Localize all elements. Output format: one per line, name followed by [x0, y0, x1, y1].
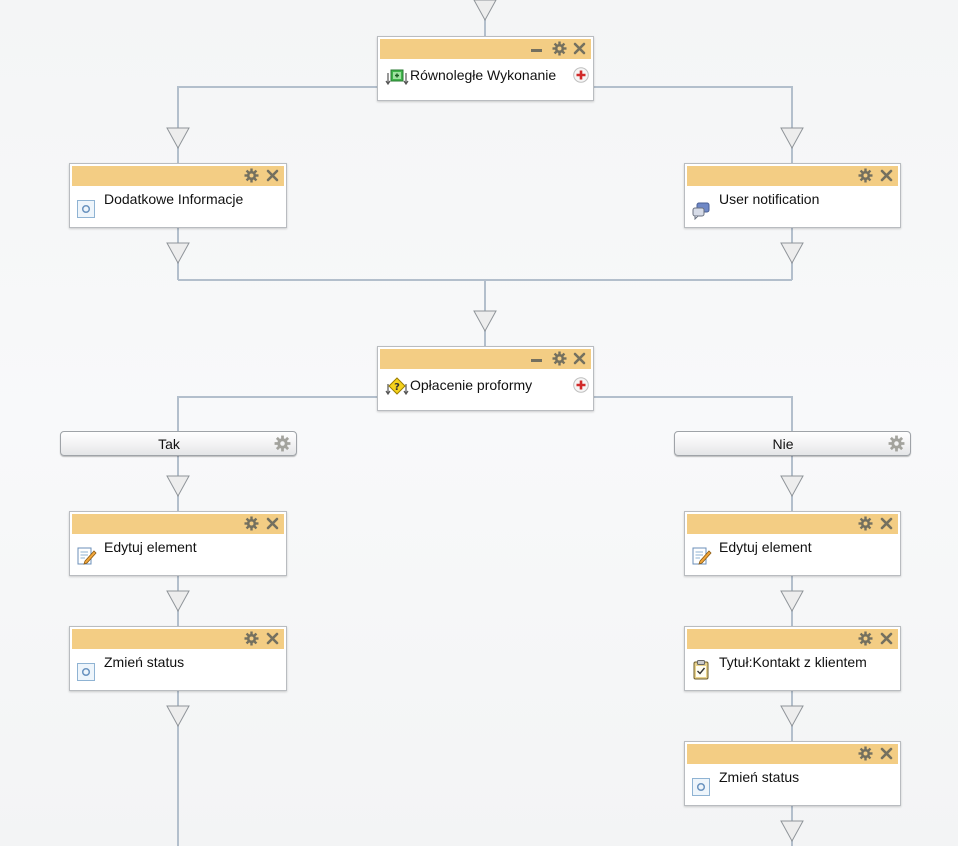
flow-arrow — [473, 310, 497, 333]
generic-action-icon — [77, 663, 95, 681]
flow-arrow — [780, 242, 804, 265]
close-icon[interactable] — [265, 631, 280, 646]
edit-document-icon — [77, 546, 97, 566]
generic-action-icon — [692, 778, 710, 796]
minimize-icon[interactable] — [529, 39, 544, 54]
additional-info-node[interactable]: Dodatkowe Informacje — [69, 163, 287, 228]
node-label: Opłacenie proformy — [410, 377, 533, 393]
gear-icon[interactable] — [552, 351, 567, 366]
parallel-execution-node[interactable]: Równoległe Wykonanie — [377, 36, 594, 101]
flow-arrow — [780, 475, 804, 498]
flow-arrow — [166, 242, 190, 265]
node-label: Zmień status — [719, 769, 800, 785]
node-label: Edytuj element — [104, 539, 197, 555]
node-header — [380, 39, 591, 59]
generic-action-icon — [77, 200, 95, 218]
close-icon[interactable] — [879, 746, 894, 761]
add-branch-icon[interactable] — [573, 377, 589, 393]
flow-arrow — [166, 475, 190, 498]
close-icon[interactable] — [572, 351, 587, 366]
gear-icon[interactable] — [858, 516, 873, 531]
gear-icon[interactable] — [858, 746, 873, 761]
gear-icon[interactable] — [858, 168, 873, 183]
gear-icon[interactable] — [244, 516, 259, 531]
flow-arrow — [166, 127, 190, 150]
node-label: User notification — [719, 191, 820, 207]
branch-label: Nie — [772, 436, 794, 452]
close-icon[interactable] — [879, 516, 894, 531]
node-label: Równoległe Wykonanie — [410, 67, 557, 83]
no-edit-element-node[interactable]: Edytuj element — [684, 511, 901, 576]
no-task-node[interactable]: Tytuł:Kontakt z klientem — [684, 626, 901, 691]
node-header — [687, 514, 898, 534]
parallel-execution-icon — [385, 67, 409, 86]
node-label: Edytuj element — [719, 539, 812, 555]
flow-arrow — [473, 0, 497, 22]
no-change-status-node[interactable]: Zmień status — [684, 741, 901, 806]
branch-label: Tak — [158, 436, 180, 452]
flow-arrow — [780, 127, 804, 150]
close-icon[interactable] — [265, 168, 280, 183]
minimize-icon[interactable] — [529, 349, 544, 364]
node-header — [687, 744, 898, 764]
gear-icon[interactable] — [858, 631, 873, 646]
gear-icon[interactable] — [552, 41, 567, 56]
task-clipboard-icon — [692, 660, 710, 680]
flow-arrow — [166, 705, 190, 728]
gear-icon[interactable] — [274, 435, 291, 452]
close-icon[interactable] — [265, 516, 280, 531]
node-header — [380, 349, 591, 369]
payment-condition-node[interactable]: ? Opłacenie proformy — [377, 346, 594, 411]
node-label: Zmień status — [104, 654, 185, 670]
branch-yes[interactable]: Tak — [60, 431, 297, 456]
node-label: Dodatkowe Informacje — [104, 191, 244, 207]
flow-arrow — [780, 820, 804, 843]
flow-arrow — [780, 705, 804, 728]
add-branch-icon[interactable] — [573, 67, 589, 83]
user-notification-node[interactable]: User notification — [684, 163, 901, 228]
gear-icon[interactable] — [888, 435, 905, 452]
close-icon[interactable] — [572, 41, 587, 56]
condition-question-icon: ? — [385, 377, 409, 396]
node-header — [72, 514, 284, 534]
node-header — [687, 629, 898, 649]
flow-arrow — [166, 590, 190, 613]
gear-icon[interactable] — [244, 631, 259, 646]
edit-document-icon — [692, 546, 712, 566]
node-label: Tytuł:Kontakt z klientem — [719, 654, 867, 670]
svg-text:?: ? — [394, 382, 400, 393]
node-header — [72, 629, 284, 649]
connector-lines — [177, 0, 793, 846]
branch-no[interactable]: Nie — [674, 431, 911, 456]
yes-edit-element-node[interactable]: Edytuj element — [69, 511, 287, 576]
close-icon[interactable] — [879, 631, 894, 646]
gear-icon[interactable] — [244, 168, 259, 183]
node-header — [687, 166, 898, 186]
node-header — [72, 166, 284, 186]
yes-change-status-node[interactable]: Zmień status — [69, 626, 287, 691]
flow-arrow — [780, 590, 804, 613]
notification-icon — [692, 202, 710, 221]
close-icon[interactable] — [879, 168, 894, 183]
